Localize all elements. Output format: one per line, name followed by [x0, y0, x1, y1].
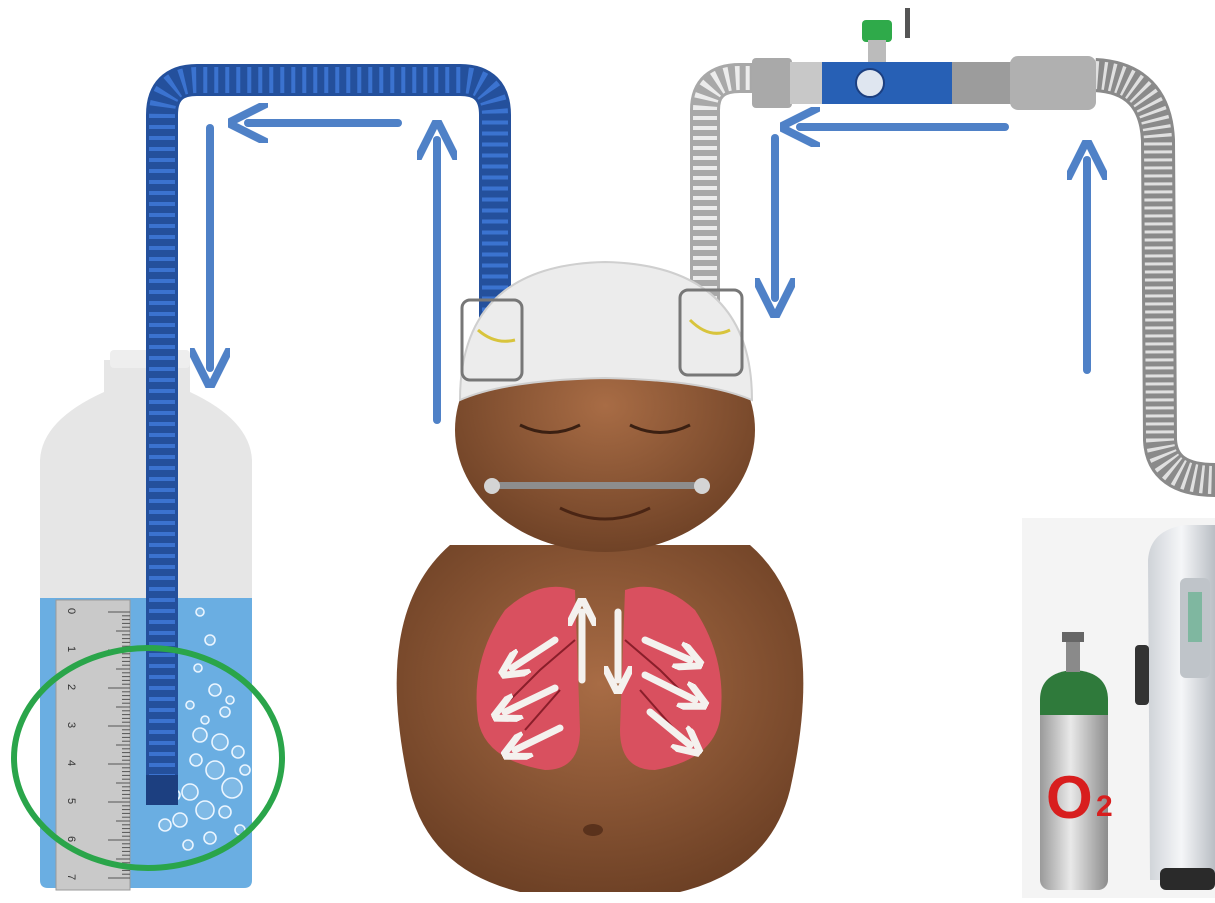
infant-body: [397, 545, 804, 892]
bubble: [190, 754, 202, 766]
bubble: [232, 746, 244, 758]
bubble: [194, 664, 202, 672]
bubble: [240, 765, 250, 775]
nasal-prongs: [487, 482, 707, 489]
bubble: [212, 734, 228, 750]
o2-label: O: [1046, 764, 1093, 831]
valve-assembly: [752, 8, 1096, 110]
bubble: [183, 840, 193, 850]
bubble: [206, 761, 224, 779]
bubble: [219, 806, 231, 818]
ruler-label: 1: [65, 646, 77, 652]
valve-icon: [856, 69, 884, 97]
bubble: [182, 784, 198, 800]
bubble: [226, 696, 234, 704]
bubble: [220, 707, 230, 717]
inspiratory-tube: [705, 75, 1215, 480]
bubble: [196, 801, 214, 819]
bubble: [204, 832, 216, 844]
bubble: [205, 635, 215, 645]
bubble: [222, 778, 242, 798]
navel: [583, 824, 603, 836]
ruler-label: 4: [65, 760, 77, 766]
ruler-label: 6: [65, 836, 77, 842]
ruler-label: 2: [65, 684, 77, 690]
tube-tip: [146, 775, 178, 805]
bubble: [173, 813, 187, 827]
bubble: [201, 716, 209, 724]
infant: [397, 262, 804, 892]
bubble: [159, 819, 171, 831]
bubble: [193, 728, 207, 742]
oxygen-source: O 2: [1022, 518, 1215, 898]
ruler-label: 7: [65, 874, 77, 880]
ruler-label: 5: [65, 798, 77, 804]
bubble: [209, 684, 221, 696]
o2-subscript: 2: [1096, 790, 1113, 823]
bubble: [196, 608, 204, 616]
ruler-label: 3: [65, 722, 77, 728]
ruler-label: 0: [65, 608, 77, 614]
bubble: [186, 701, 194, 709]
